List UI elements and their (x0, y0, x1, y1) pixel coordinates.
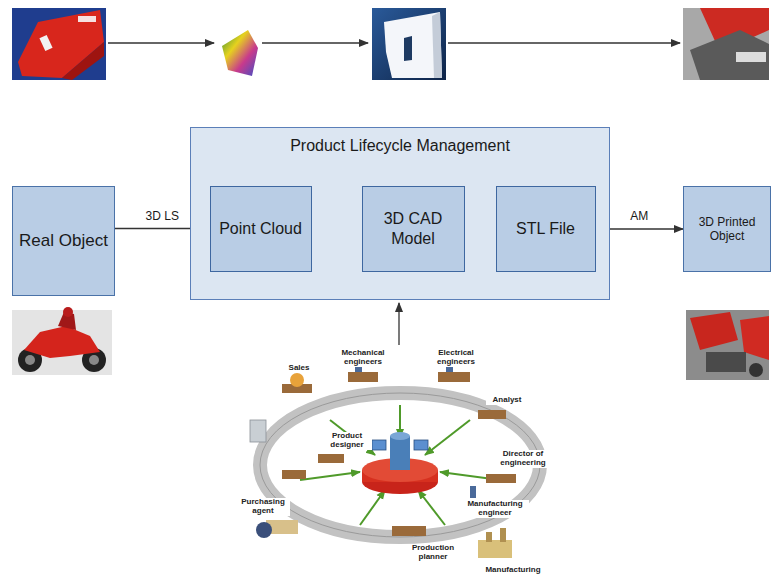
role-label: Sales (281, 364, 317, 373)
graphic-part (690, 30, 769, 80)
graphic-part (89, 355, 99, 365)
box-label: Point Cloud (219, 219, 302, 238)
graphic-part (282, 470, 306, 479)
role-label: Mechanical engineers (336, 349, 390, 367)
object-box: Real Object (12, 186, 115, 296)
graphic-part (24, 326, 100, 358)
graphic-part (418, 490, 445, 525)
role-label: Product designer (322, 432, 372, 450)
role-label: Manufacturing (479, 566, 547, 575)
graphic-part (470, 486, 476, 498)
printed-object-photo (686, 310, 769, 380)
cad-model-picture (372, 8, 446, 80)
graphic-part (372, 440, 386, 450)
graphic-part (478, 410, 506, 419)
graphic-part (300, 472, 360, 480)
graphic-part (372, 8, 446, 80)
box-label: 3D Printed Object (690, 215, 764, 244)
graphic-part (390, 432, 410, 440)
graphic-part (348, 372, 378, 382)
graphic-part (500, 528, 506, 542)
graphic-part (318, 454, 344, 463)
graphic-part (384, 12, 442, 78)
graphic-part (392, 526, 426, 536)
graphic-part (683, 8, 769, 80)
graphic-part (256, 522, 272, 538)
graphic-part (78, 16, 96, 22)
role-label: Production planner (406, 544, 460, 562)
graphic-part (749, 363, 763, 377)
process-box: 3D CAD Model (362, 186, 465, 272)
role-label: Analyst (486, 396, 528, 405)
connector-label: AM (628, 209, 650, 223)
point-cloud-picture (222, 30, 258, 76)
graphic-part (290, 373, 304, 387)
graphic-part (222, 30, 258, 76)
role-label: Electrical engineers (429, 349, 483, 367)
graphic-part (414, 440, 428, 450)
box-label: STL File (516, 219, 575, 238)
graphic-part (12, 310, 112, 375)
graphic-part (686, 310, 769, 380)
process-box: STL File (496, 186, 596, 272)
graphic-part (360, 490, 385, 525)
graphic-part (425, 420, 470, 455)
graphic-part (438, 372, 470, 382)
role-label: Manufacturing engineer (461, 500, 529, 518)
input-arrow (398, 303, 399, 345)
object-box: 3D Printed Object (683, 186, 771, 272)
group-panel: Product Lifecycle ManagementPoint Cloud 3… (190, 127, 610, 300)
graphic-part (39, 35, 52, 51)
graphic-part (250, 420, 266, 442)
graphic-part (690, 312, 738, 350)
graphic-part (432, 12, 442, 78)
graphic-part (12, 8, 106, 80)
role-label: Purchasing agent (236, 498, 290, 516)
graphic-part (18, 10, 104, 78)
process-box: Point Cloud (210, 186, 312, 272)
graphic-part (478, 540, 512, 558)
graphic-part (486, 532, 492, 542)
flow-arrow (108, 42, 214, 43)
connector-label: 3D LS (144, 209, 181, 223)
box-label: Real Object (19, 231, 108, 251)
panel-title: Product Lifecycle Management (290, 136, 510, 155)
graphic-part (404, 36, 412, 61)
graphic-part (390, 436, 410, 470)
flow-arrow (448, 42, 680, 43)
graphic-part (706, 352, 746, 372)
box-label: 3D CAD Model (369, 209, 458, 247)
graphic-part (25, 355, 35, 365)
graphic-part (486, 474, 516, 483)
flow-arrow (262, 42, 368, 43)
graphic-part (63, 307, 73, 317)
motorcycle-photo (12, 307, 112, 375)
graphic-part (736, 52, 766, 62)
role-label: Director of engineering (493, 450, 553, 468)
fairing-photo (12, 8, 106, 80)
printed-part-photo (683, 8, 769, 80)
graphic-part (62, 42, 104, 80)
